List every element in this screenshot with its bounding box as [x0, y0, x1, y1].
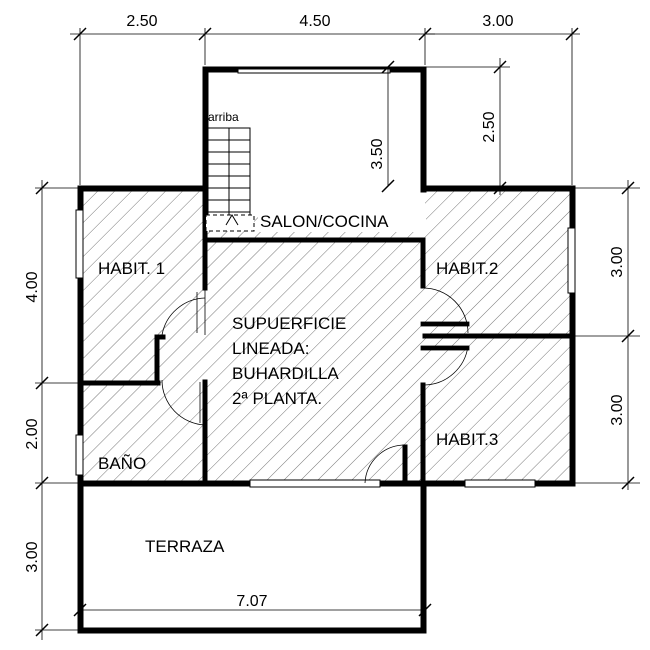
dim-tower-inner: 3.50 [369, 138, 386, 169]
dim-right-bottom: 3.00 [609, 394, 626, 425]
stairs-label: arriba [208, 110, 239, 124]
note-line-2: LINEADA: [232, 339, 309, 358]
note-line-1: SUPUERFICIE [232, 314, 346, 333]
door-swings [161, 287, 470, 484]
dim-top-center: 4.50 [299, 13, 330, 30]
room-habit-3: HABIT.3 [436, 430, 498, 449]
dim-right-top: 3.00 [609, 246, 626, 277]
dim-bottom: 7.07 [236, 593, 267, 610]
dim-left-top: 4.00 [24, 271, 41, 302]
room-habit-2: HABIT.2 [436, 259, 498, 278]
room-terraza: TERRAZA [145, 537, 225, 556]
note-line-3: BUHARDILLA [232, 364, 339, 383]
stairs [205, 127, 255, 232]
room-habit-1: HABIT. 1 [98, 259, 165, 278]
note-line-4: 2ª PLANTA. [232, 389, 322, 408]
dimension-lines [35, 28, 640, 640]
dim-top-right: 3.00 [482, 13, 513, 30]
dim-top-left: 2.50 [126, 13, 157, 30]
windows [75, 68, 576, 488]
room-salon-cocina: SALON/COCINA [260, 212, 389, 231]
salon-label-bg [258, 208, 426, 232]
hatched-areas [80, 188, 573, 483]
room-bano: BAÑO [98, 454, 146, 473]
dimension-ticks [35, 27, 635, 637]
dim-left-bottom: 3.00 [24, 541, 41, 572]
dim-tower-right: 2.50 [481, 111, 498, 142]
dim-left-mid: 2.00 [24, 418, 41, 449]
